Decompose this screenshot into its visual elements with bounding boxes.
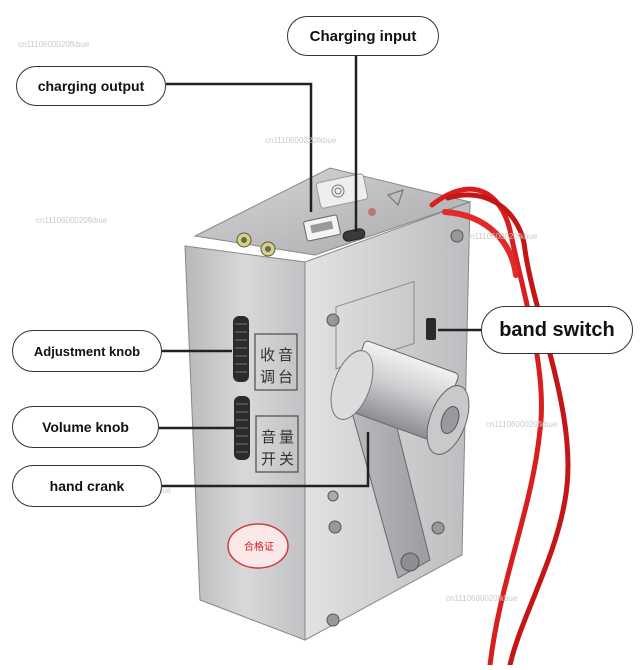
volume-char-3: 开: [261, 450, 276, 468]
volume-char-2: 量: [279, 428, 294, 446]
callout-charging-output: charging output: [16, 66, 166, 106]
leader-lines: [159, 56, 481, 488]
watermark: cn1110600020fkbue: [486, 420, 558, 429]
callout-hand-crank: hand crank: [12, 465, 162, 507]
tuning-char-3: 调: [260, 368, 275, 386]
usb-c-input-port: [342, 228, 366, 242]
callout-band-switch: band switch: [481, 306, 633, 354]
tuning-label-box: [254, 333, 298, 391]
watermark: cn1110600020fkbue: [265, 136, 337, 145]
hand-crank-handle: [330, 340, 470, 455]
tuning-char-4: 台: [278, 368, 293, 386]
watermark: cn1110600020fkbue: [466, 232, 538, 241]
callout-adjustment-knob: Adjustment knob: [12, 330, 162, 372]
volume-char-4: 关: [279, 450, 294, 468]
qc-stamp: [227, 523, 289, 569]
volume-label-box: [255, 415, 299, 473]
indicator-led: [368, 208, 376, 216]
watermark: cn1110600020fkbue: [18, 40, 90, 49]
callout-volume-knob: Volume knob: [12, 406, 159, 448]
watermark: cn1110600020fkbue: [36, 216, 108, 225]
watermark: cn1110600020fkbue: [446, 594, 518, 603]
volume-char-1: 音: [261, 428, 276, 446]
callout-charging-input: Charging input: [287, 16, 439, 56]
band-switch: [426, 318, 436, 340]
lanyard-strap: [429, 186, 544, 668]
tuning-char-2: 音: [278, 346, 293, 364]
tuning-char-1: 收: [260, 346, 275, 364]
qc-stamp-text: 合格证: [244, 540, 274, 553]
